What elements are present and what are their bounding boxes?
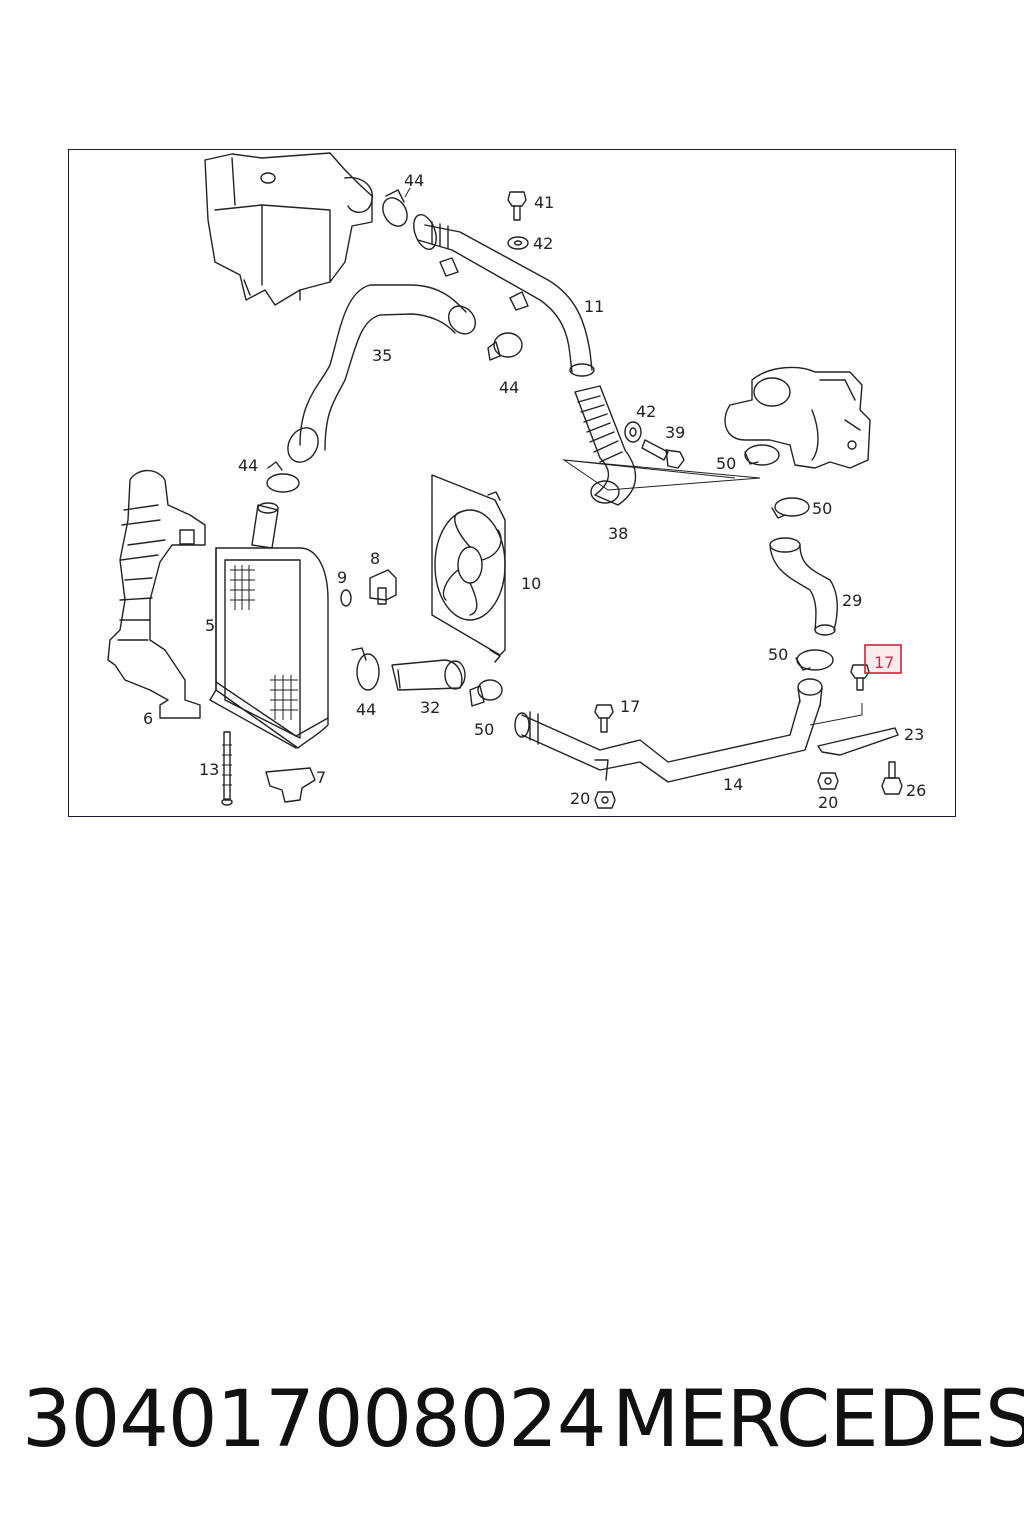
callout-20: 20 [818,793,838,812]
brand-name: MERCEDES [612,1375,1024,1465]
callout-13: 13 [199,760,219,779]
callout-38: 38 [608,524,628,543]
callout-41: 41 [534,193,554,212]
callout-42: 42 [533,234,553,253]
bolt-39 [641,439,685,469]
clamp-50-a [744,444,780,466]
fan-10 [431,474,506,663]
highlight-box [864,644,902,674]
callout-26: 26 [906,781,926,800]
washer-42-top [507,236,529,250]
clamp-44-lower [351,647,380,691]
nut-20-left [594,791,616,809]
callout-9: 9 [337,568,347,587]
pipe-14 [514,678,823,783]
nut-20-right [817,772,839,790]
part-number: 304017008024 [22,1375,607,1465]
intercooler-5 [209,502,329,749]
callout-50: 50 [716,454,736,473]
callout-17: 17 [620,697,640,716]
callout-50: 50 [474,720,494,739]
clamp-44-top [382,187,411,227]
hose-32 [391,659,466,691]
callout-44: 44 [499,378,519,397]
callout-17-highlighted: 17 [874,653,894,672]
callout-50: 50 [768,645,788,664]
callout-20: 20 [570,789,590,808]
callout-44: 44 [404,171,424,190]
callout-39: 39 [665,423,685,442]
callout-44: 44 [356,700,376,719]
hose-38 [574,385,637,506]
callout-7: 7 [316,768,326,787]
callout-50: 50 [812,499,832,518]
callout-23: 23 [904,725,924,744]
clamp-50-lower [469,679,503,707]
clamp-50-end [795,649,834,671]
callout-11: 11 [584,297,604,316]
callout-42: 42 [636,402,656,421]
bolt-17-right [850,664,870,691]
bolt-17-center [594,704,614,733]
clamp-44-left [266,461,300,493]
hose-35 [287,284,477,463]
callout-29: 29 [842,591,862,610]
clamp-50-b [771,497,810,519]
callout-10: 10 [521,574,541,593]
hose-29 [769,537,838,636]
bolt-26 [881,761,903,795]
bracket-6 [107,469,206,719]
callout-14: 14 [723,775,743,794]
callout-8: 8 [370,549,380,568]
bracket-7 [265,767,316,803]
callout-5: 5 [205,616,215,635]
callout-35: 35 [372,346,392,365]
bracket-23 [809,703,899,756]
callout-44: 44 [238,456,258,475]
callout-32: 32 [420,698,440,717]
bolt-41 [507,191,527,221]
seal-9 [340,589,352,607]
clamp-44-mid [487,332,523,361]
rod-13 [221,731,233,806]
callout-6: 6 [143,709,153,728]
callouts: 44 41 42 11 35 44 42 39 50 50 44 38 8 9 … [143,171,926,812]
pump-housing [724,366,871,469]
footer: 304017008024 MERCEDES [0,1375,1024,1465]
sensor-8 [369,569,397,605]
washer-42-right [624,421,642,443]
pipe-11 [413,214,595,377]
engine-block [204,152,373,306]
